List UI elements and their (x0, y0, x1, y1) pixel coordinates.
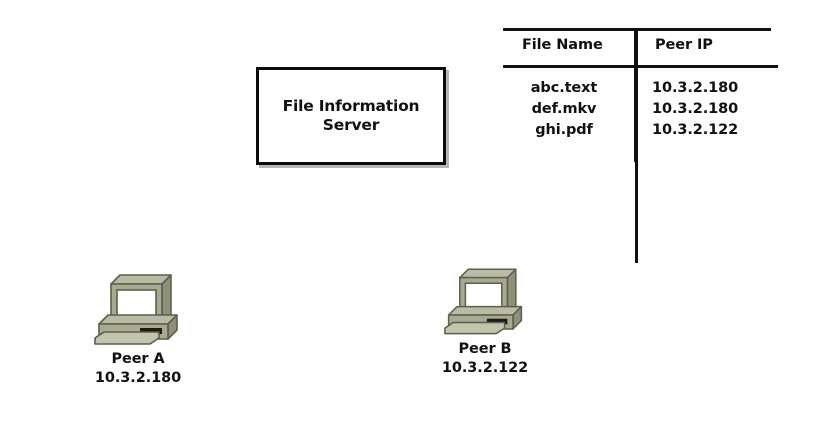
peer-a-node: Peer A 10.3.2.180 (38, 272, 238, 386)
table-column-file-name-values: abc.text def.mkv ghi.pdf (500, 78, 628, 141)
table-cell-file-name: def.mkv (531, 101, 597, 117)
peer-a-label: Peer A (111, 351, 165, 367)
table-cell-peer-ip: 10.3.2.180 (652, 101, 739, 117)
peer-b-ip-label: 10.3.2.122 (441, 360, 529, 376)
peer-a-ip-label: 10.3.2.180 (94, 370, 182, 386)
table-header-rule (503, 65, 778, 68)
desktop-computer-icon (444, 268, 523, 335)
file-information-server-box: File Information Server (256, 67, 446, 165)
table-column-divider-extension (635, 162, 638, 263)
file-information-server-label: File Information Server (282, 96, 420, 134)
table-column-divider (634, 28, 638, 162)
peer-b-node: Peer B 10.3.2.122 (385, 266, 585, 376)
table-cell-file-name: abc.text (530, 80, 598, 96)
table-cell-peer-ip: 10.3.2.180 (652, 80, 739, 96)
table-cell-file-name: ghi.pdf (535, 122, 593, 138)
peer-b-label: Peer B (458, 341, 512, 357)
file-index-table: File Name Peer IP abc.text def.mkv ghi.p… (500, 22, 792, 263)
table-header-file-name: File Name (522, 37, 603, 53)
desktop-computer-icon (94, 274, 178, 345)
table-cell-peer-ip: 10.3.2.122 (652, 122, 739, 138)
table-header-peer-ip: Peer IP (655, 37, 713, 53)
table-column-peer-ip-values: 10.3.2.180 10.3.2.180 10.3.2.122 (652, 78, 792, 141)
